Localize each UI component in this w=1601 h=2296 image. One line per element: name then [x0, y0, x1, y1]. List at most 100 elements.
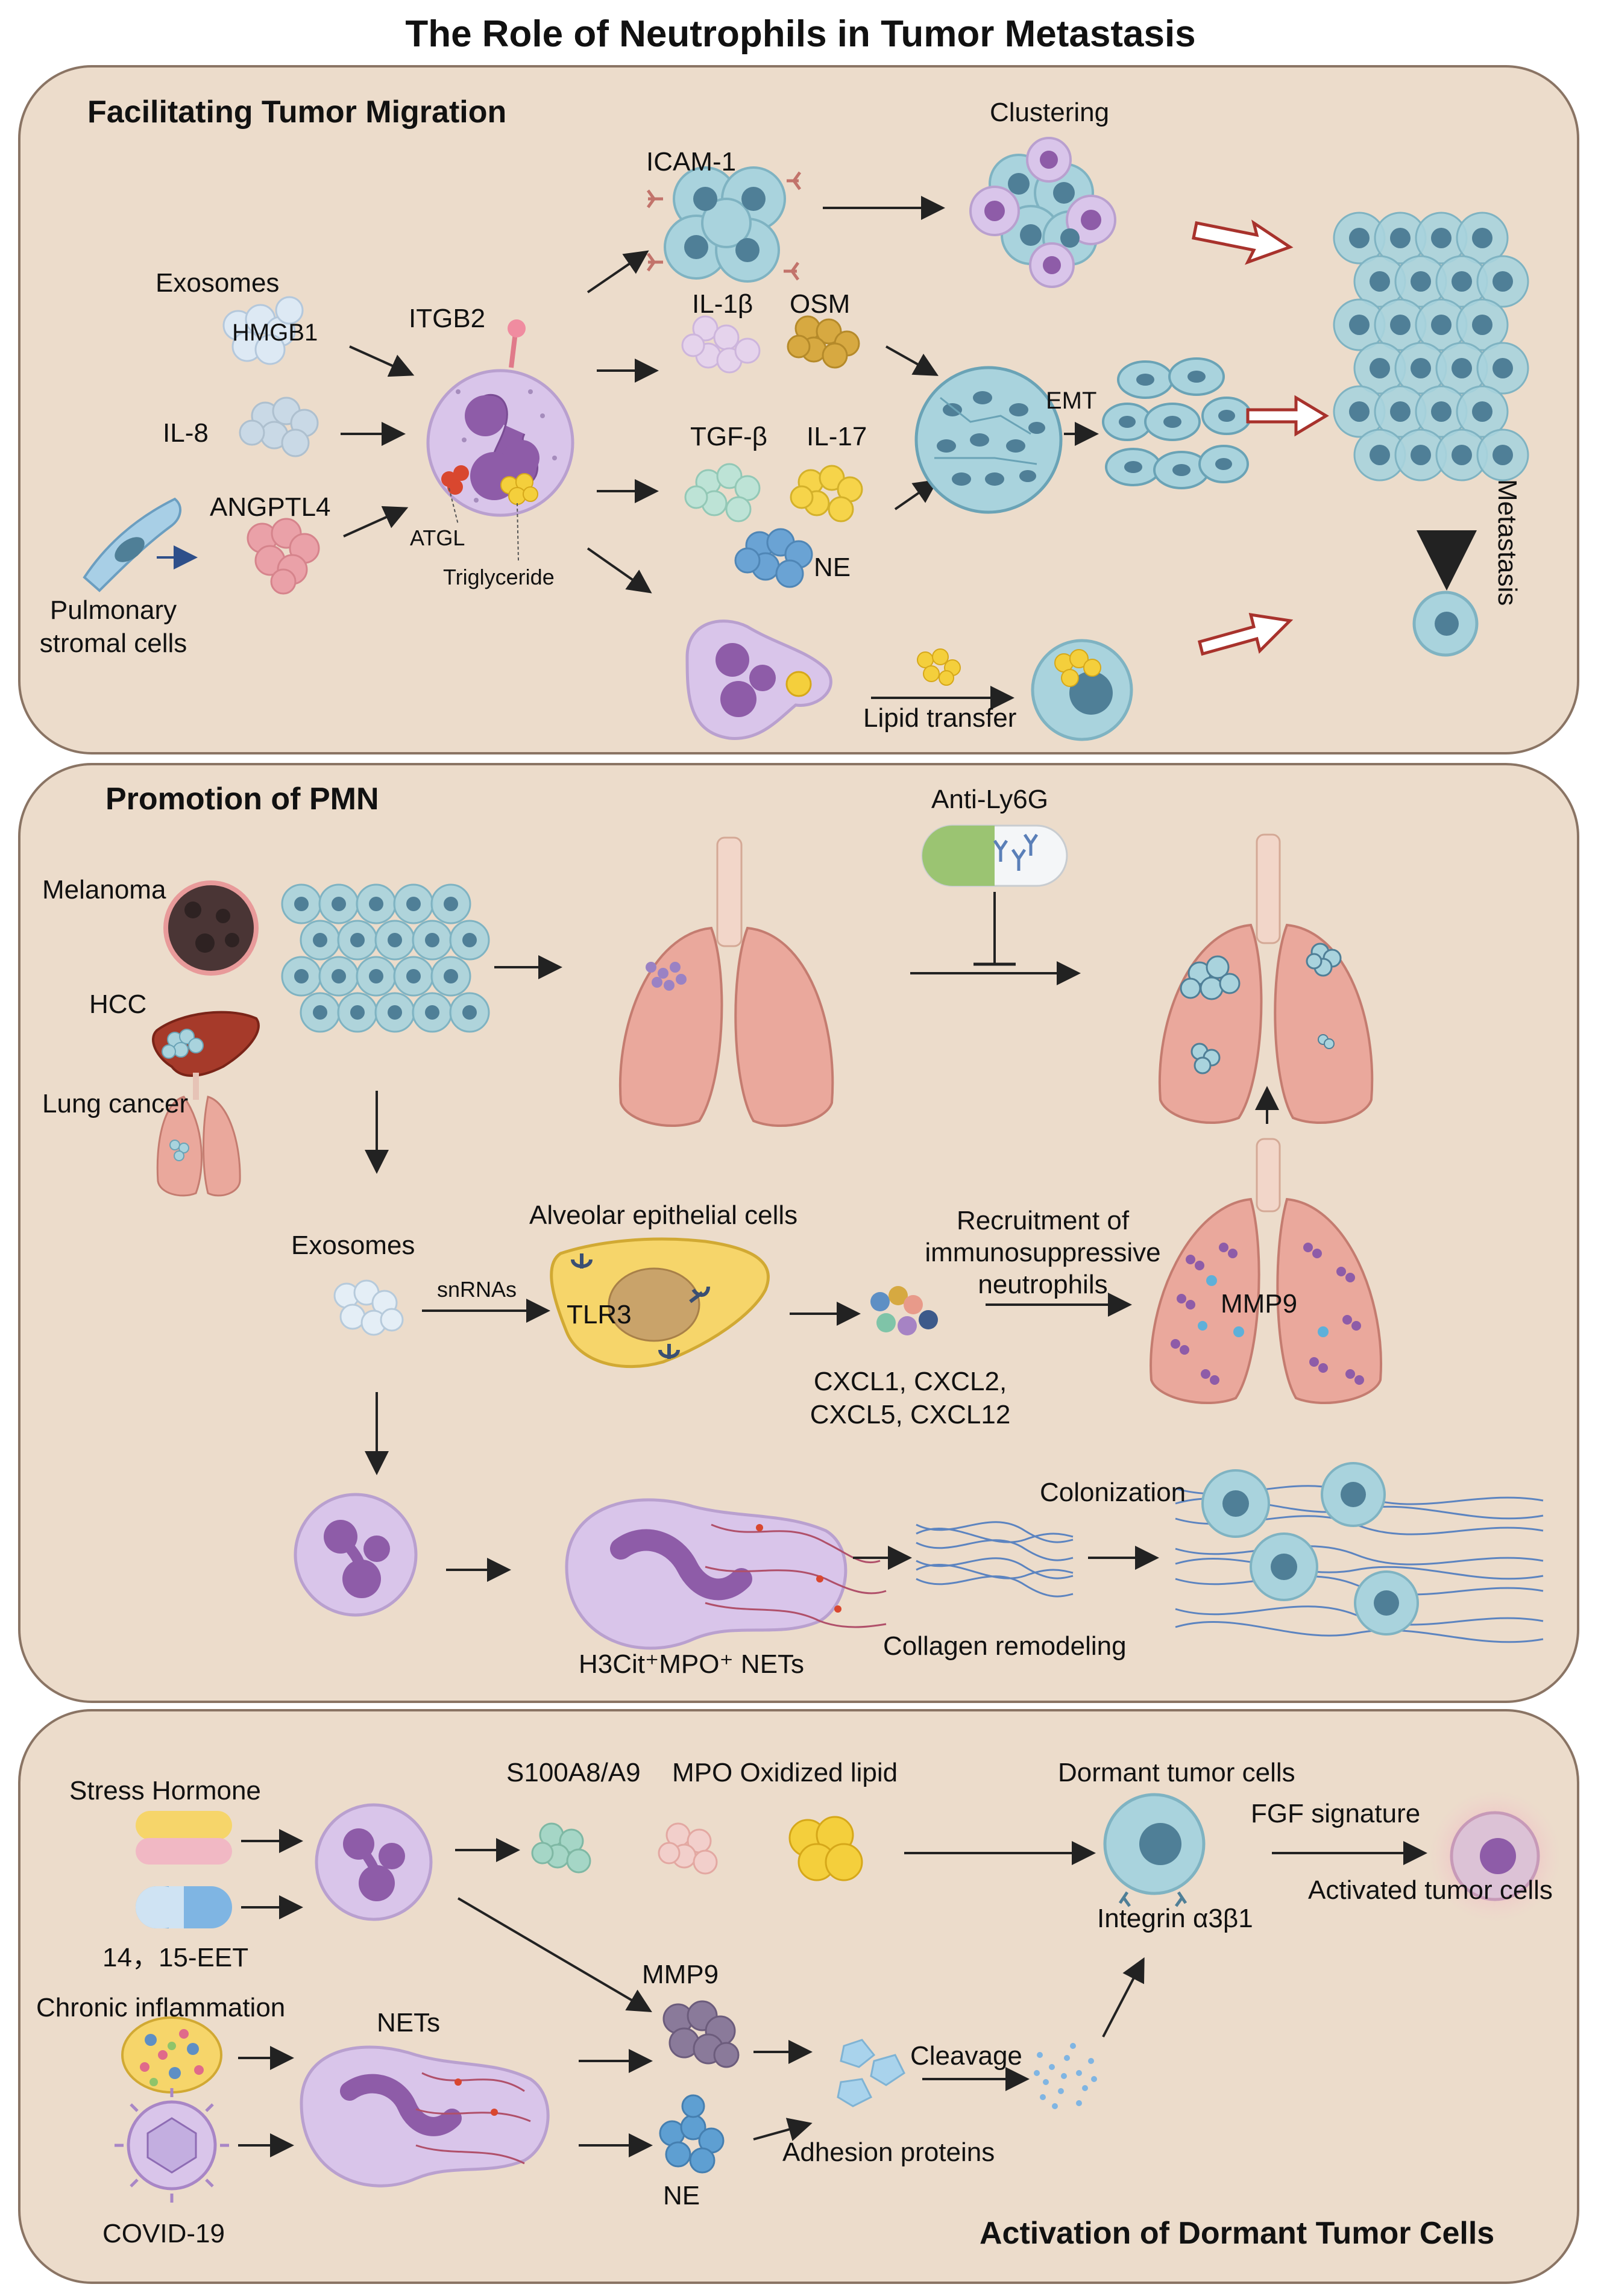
label-hcc: HCC — [89, 990, 147, 1019]
il1b-cluster — [681, 315, 761, 374]
label-lung-cancer: Lung cancer — [42, 1089, 189, 1118]
arrow-neutrophil-icam1 — [587, 250, 649, 293]
label-mmp9-pmn: MMP9 — [1221, 1289, 1298, 1319]
lung-metastatic — [1159, 833, 1374, 1124]
label-lipid-transfer: Lipid transfer — [863, 703, 1017, 733]
label-chemokines: CXCL1, CXCL2, CXCL5, CXCL12 — [810, 1367, 1011, 1429]
label-triglyceride: Triglyceride — [443, 565, 555, 589]
label-exosomes: Exosomes — [156, 268, 280, 298]
label-mmp9-dormant: MMP9 — [642, 1960, 719, 1989]
cleaved-fragments — [1034, 2043, 1097, 2109]
clustering-group — [969, 137, 1116, 288]
section-title-pmn: Promotion of PMN — [105, 782, 379, 817]
label-clustering: Clustering — [990, 98, 1110, 127]
icam1-tumor-cluster — [646, 166, 802, 283]
label-icam1: ICAM-1 — [646, 147, 737, 177]
label-pulmonary: Pulmonary stromal cells — [39, 595, 187, 658]
label-recruitment: Recruitment of immunosuppressive neutrop… — [925, 1206, 1161, 1299]
label-mpo-lipid: MPO Oxidized lipid — [672, 1758, 898, 1787]
dormant-tumor-cell — [1103, 1793, 1206, 1907]
label-s100: S100A8/A9 — [506, 1758, 641, 1787]
label-anti-ly6g: Anti-Ly6G — [931, 785, 1049, 814]
label-dormant-cells: Dormant tumor cells — [1058, 1758, 1295, 1787]
mmp9-cluster — [662, 2000, 740, 2068]
neutrophil-central — [426, 319, 574, 561]
single-metastatic-cell — [1412, 591, 1479, 657]
label-nets-dormant: NETs — [377, 2008, 441, 2037]
label-angptl4: ANGPTL4 — [210, 492, 331, 522]
chronic-inflammation-icon — [121, 2016, 222, 2094]
arrow-neutrophil-mmp9 — [457, 1897, 652, 2013]
label-colonization: Colonization — [1040, 1478, 1186, 1507]
ne-cluster-dormant — [659, 2094, 725, 2174]
lung-neutrophil-recruitment — [1150, 1138, 1382, 1404]
label-melanoma: Melanoma — [42, 875, 166, 905]
label-chronic: Chronic inflammation — [36, 1993, 286, 2022]
label-alveolar: Alveolar epithelial cells — [529, 1200, 798, 1230]
neutrophil-lipid — [685, 619, 832, 740]
adhesion-protein-shapes — [837, 2039, 905, 2107]
label-cleavage: Cleavage — [910, 2041, 1022, 2071]
page-title: The Role of Neutrophils in Tumor Metasta… — [405, 13, 1196, 55]
label-integrin: Integrin α3β1 — [1097, 1904, 1253, 1933]
il8-cluster — [239, 397, 319, 457]
tumor-cell-lipid — [1031, 639, 1133, 741]
arrow-fragments-dormant — [1102, 1957, 1145, 2037]
eet-capsule — [136, 1886, 232, 1928]
label-osm: OSM — [790, 289, 851, 319]
collagen-fibers — [916, 1521, 1074, 1598]
arrow-angptl4-neutrophil — [343, 506, 409, 538]
metastatic-tumor-mass — [1333, 212, 1529, 481]
label-activated: Activated tumor cells — [1308, 1875, 1553, 1905]
hollow-arrow-mid — [1246, 395, 1329, 437]
arrow-il17-emt — [894, 479, 939, 510]
anti-ly6g-capsule — [921, 824, 1068, 887]
pmn-exosomes — [333, 1279, 404, 1336]
chemokine-balls — [870, 1286, 938, 1335]
label-snrnas: snRNAs — [437, 1277, 517, 1302]
colonizing-tumor-cells — [1201, 1462, 1419, 1636]
label-ne-dormant: NE — [663, 2181, 700, 2210]
panel-migration — [18, 65, 1579, 754]
neutrophil-resting — [294, 1493, 418, 1617]
label-eet: 14，15-EET — [102, 1943, 249, 1972]
tgfb-cluster — [684, 463, 761, 522]
pulmonary-stromal-cell — [83, 497, 181, 592]
arrow-osm-emt — [885, 345, 939, 376]
s100-cluster — [531, 1822, 591, 1874]
activated-tumor-cell — [1429, 1790, 1561, 1922]
ne-cluster — [734, 528, 813, 588]
arrow-neutrophil-lipid — [587, 547, 652, 594]
post-emt-cluster — [1102, 357, 1252, 489]
label-tgfb: TGF-β — [690, 422, 767, 451]
lung-pre-metastatic — [619, 836, 834, 1127]
oxidized-lipid — [788, 1816, 863, 1881]
il17-cluster — [790, 465, 863, 522]
label-adhesion: Adhesion proteins — [782, 2138, 995, 2167]
label-stress-hormone: Stress Hormone — [69, 1776, 261, 1805]
label-metastasis: Metastasis — [1492, 479, 1522, 606]
label-itgb2: ITGB2 — [409, 304, 486, 333]
lipid-droplets — [917, 648, 961, 686]
mpo-cluster — [658, 1822, 718, 1875]
label-il8: IL-8 — [163, 418, 209, 448]
osm-cluster — [787, 315, 860, 369]
stress-hormone-capsules — [136, 1811, 232, 1865]
pmn-tumor-cluster — [281, 883, 490, 1033]
lung-cancer-small-lungs — [156, 1073, 241, 1197]
label-covid: COVID-19 — [102, 2219, 225, 2248]
hcc-liver — [152, 1011, 260, 1077]
section-title-migration: Facilitating Tumor Migration — [87, 95, 507, 130]
arrow-hmgb1-neutrophil — [349, 345, 415, 377]
label-atgl: ATGL — [410, 525, 465, 550]
nets-dormant — [300, 2045, 550, 2188]
pre-emt-cluster — [914, 366, 1063, 514]
label-ne: NE — [814, 553, 851, 582]
alveolar-epithelial-cell — [550, 1237, 770, 1369]
label-exosomes-pmn: Exosomes — [291, 1231, 415, 1260]
label-emt: EMT — [1046, 387, 1097, 414]
angptl4-cluster — [247, 518, 320, 595]
label-hmgb1: HMGB1 — [232, 319, 318, 346]
